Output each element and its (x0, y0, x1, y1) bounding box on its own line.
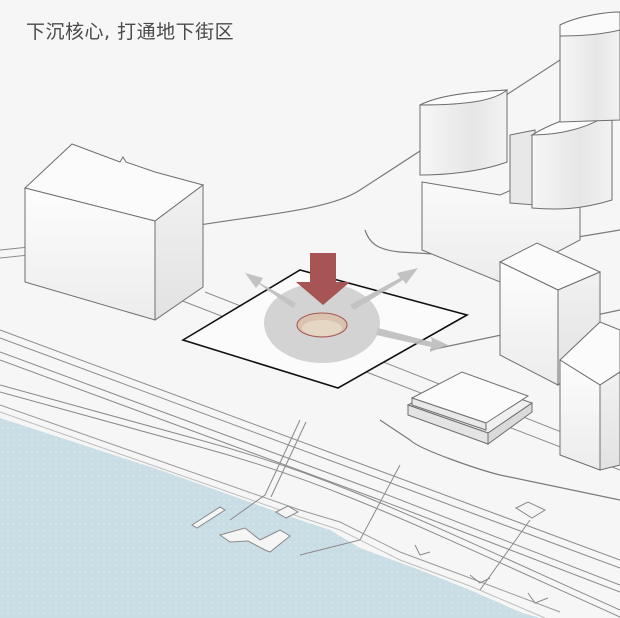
promenade-notches (414, 544, 549, 604)
building-northeast-cluster (419, 11, 620, 283)
water-body (0, 418, 540, 618)
down-arrow-icon (296, 253, 350, 305)
arrow-northeast-icon (350, 268, 418, 310)
pier-2 (218, 527, 291, 553)
building-east-tower-2 (559, 321, 620, 471)
arrow-northwest-icon (245, 273, 296, 308)
sunken-core-pit (296, 312, 348, 338)
kiosk-1 (274, 505, 300, 519)
waterfront-piers (191, 501, 547, 553)
building-low-podium (406, 371, 534, 445)
pier-1 (191, 506, 226, 529)
diagram-title: 下沉核心, 打通地下街区 (26, 21, 235, 43)
kiosk-2 (514, 501, 547, 519)
arrow-southeast-icon (376, 328, 448, 352)
building-west-block (23, 143, 205, 321)
